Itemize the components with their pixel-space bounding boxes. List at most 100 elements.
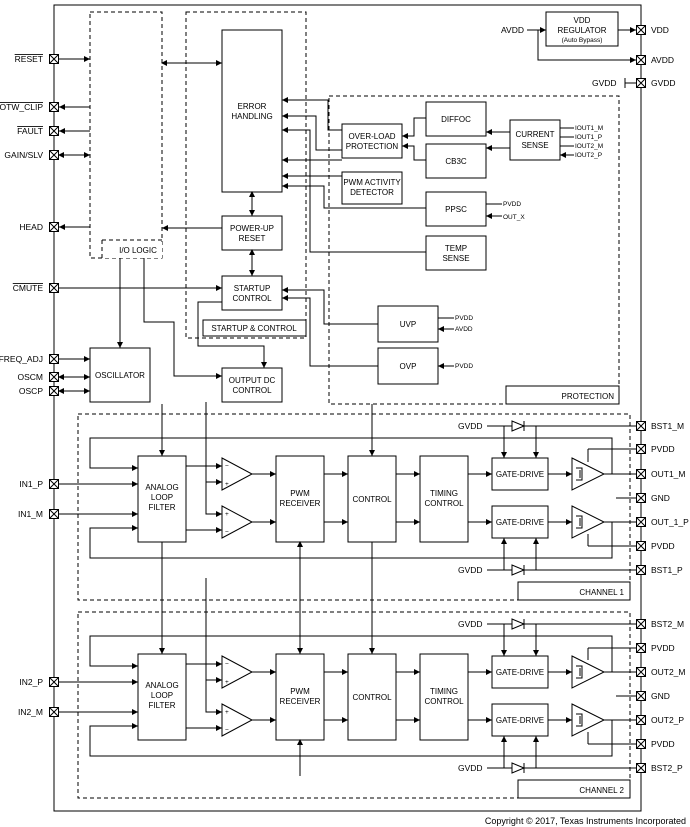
diffoc-block [425, 101, 487, 137]
pin-pvdd-1b[interactable] [636, 541, 646, 551]
pin-gain-slv[interactable] [49, 150, 59, 160]
ch1-gvdd-bottom-label: GVDD [458, 565, 483, 575]
vdd-regulator-line1: VDD [574, 16, 591, 25]
ch2-gate-drive-top [491, 655, 549, 689]
overload-line1: OVER-LOAD [348, 132, 395, 141]
overload-protection-block [341, 123, 403, 159]
current-sense-line1: CURRENT [515, 130, 554, 139]
powerup-reset-block [221, 215, 283, 251]
iout2-m-label: IOUT2_M [575, 143, 603, 150]
pin-fault[interactable] [49, 126, 59, 136]
io-logic-label: I/O LOGIC [119, 246, 157, 255]
pin-pvdd-1a[interactable] [636, 444, 646, 454]
pin-out2-m[interactable] [636, 667, 646, 677]
channel1-label: CHANNEL 1 [579, 588, 624, 597]
ch2-gate-bottom-label: GATE-DRIVE [496, 716, 544, 725]
pin-oscm[interactable] [49, 372, 59, 382]
avdd-input-label: AVDD [501, 25, 524, 35]
powerup-reset-line1: POWER-UP [230, 224, 274, 233]
pin-in1-m-label: IN1_M [18, 509, 43, 519]
pin-reset[interactable] [49, 54, 59, 64]
pin-bst1-p[interactable] [636, 565, 646, 575]
pin-bst2-m[interactable] [636, 619, 646, 629]
ch2-analog-loop-filter [137, 653, 187, 741]
channel1-label-box [517, 581, 631, 601]
pin-gnd-1-label: GND [651, 493, 670, 503]
pin-gvdd[interactable] [636, 78, 646, 88]
pin-gnd-2[interactable] [636, 691, 646, 701]
channel2-label-box [517, 779, 631, 799]
pin-bst2-p[interactable] [636, 763, 646, 773]
pin-in1-p-label: IN1_P [19, 479, 43, 489]
overload-line2: PROTECTION [346, 142, 399, 151]
error-handling-line2: HANDLING [231, 112, 272, 121]
ch2-pwm-receiver [275, 653, 325, 741]
protection-region [328, 95, 620, 405]
pin-out1-m-label: OUT1_M [651, 469, 685, 479]
ch1-control-label: CONTROL [352, 495, 392, 504]
current-sense-block [509, 119, 561, 161]
output-dc-control-block [221, 367, 283, 403]
pin-pvdd-2a[interactable] [636, 643, 646, 653]
pin-reset-label: RESET [15, 54, 43, 64]
pin-in2-p[interactable] [49, 677, 59, 687]
pin-cmute[interactable] [49, 283, 59, 293]
pin-pvdd-2b[interactable] [636, 739, 646, 749]
ch1-timing-line2: CONTROL [424, 499, 464, 508]
pin-avdd-label: AVDD [651, 55, 674, 65]
pin-oscp[interactable] [49, 386, 59, 396]
pin-bst1-p-label: BST1_P [651, 565, 683, 575]
ch1-pwm-rx-line2: RECEIVER [280, 499, 321, 508]
ch1-diode-bottom [511, 564, 526, 576]
ch2-comparator-bottom [221, 703, 254, 737]
pin-out1-m[interactable] [636, 469, 646, 479]
pin-freq-adj[interactable] [49, 354, 59, 364]
temp-sense-block [425, 235, 487, 271]
ch2-diode-top [511, 618, 526, 630]
pin-in1-p[interactable] [49, 479, 59, 489]
ch2-output-stage-bottom [571, 703, 606, 737]
ovp-block [377, 347, 439, 385]
pin-in2-p-label: IN2_P [19, 677, 43, 687]
pin-out1-p[interactable] [636, 517, 646, 527]
svg-text:+: + [225, 481, 229, 488]
pin-in1-m[interactable] [49, 509, 59, 519]
pin-vdd[interactable] [636, 25, 646, 35]
pin-bst2-p-label: BST2_P [651, 763, 683, 773]
pin-fault-label: FAULT [17, 126, 43, 136]
pin-gain-slv-label: GAIN/SLV [4, 150, 43, 160]
ch2-timing-control [419, 653, 469, 741]
error-handling-block [221, 29, 283, 193]
pin-out2-m-label: OUT2_M [651, 667, 685, 677]
protection-region-label: PROTECTION [562, 392, 615, 401]
uvp-pvdd-label: PVDD [455, 315, 473, 322]
pin-otw-clip[interactable] [49, 102, 59, 112]
vdd-regulator-line3: (Auto Bypass) [562, 37, 603, 44]
ch1-analog-loop-filter [137, 455, 187, 543]
pin-gnd-1[interactable] [636, 493, 646, 503]
ppsc-block [425, 191, 487, 227]
ch2-alf-line3: FILTER [149, 701, 176, 710]
ppsc-pvdd-label: PVDD [503, 201, 521, 208]
ch1-gvdd-top-label: GVDD [458, 421, 483, 431]
startup-control-region [185, 11, 307, 339]
ch2-alf-line1: ANALOG [145, 681, 178, 690]
chip-outline [53, 4, 642, 812]
pin-gnd-2-label: GND [651, 691, 670, 701]
startup-control-region-label-box [202, 319, 307, 337]
pin-out2-p[interactable] [636, 715, 646, 725]
ch2-diode-bottom [511, 762, 526, 774]
ch1-alf-line3: FILTER [149, 503, 176, 512]
vdd-regulator-line2: REGULATOR [557, 26, 606, 35]
svg-text:−: − [225, 529, 229, 536]
svg-text:+: + [225, 709, 229, 716]
ch2-control-label: CONTROL [352, 693, 392, 702]
pin-head[interactable] [49, 222, 59, 232]
pin-avdd[interactable] [636, 55, 646, 65]
channel2-label: CHANNEL 2 [579, 786, 624, 795]
pin-bst1-m[interactable] [636, 421, 646, 431]
ch2-gvdd-top-label: GVDD [458, 619, 483, 629]
pin-in2-m[interactable] [49, 707, 59, 717]
svg-text:−: − [225, 463, 229, 470]
powerup-reset-line2: RESET [239, 234, 266, 243]
